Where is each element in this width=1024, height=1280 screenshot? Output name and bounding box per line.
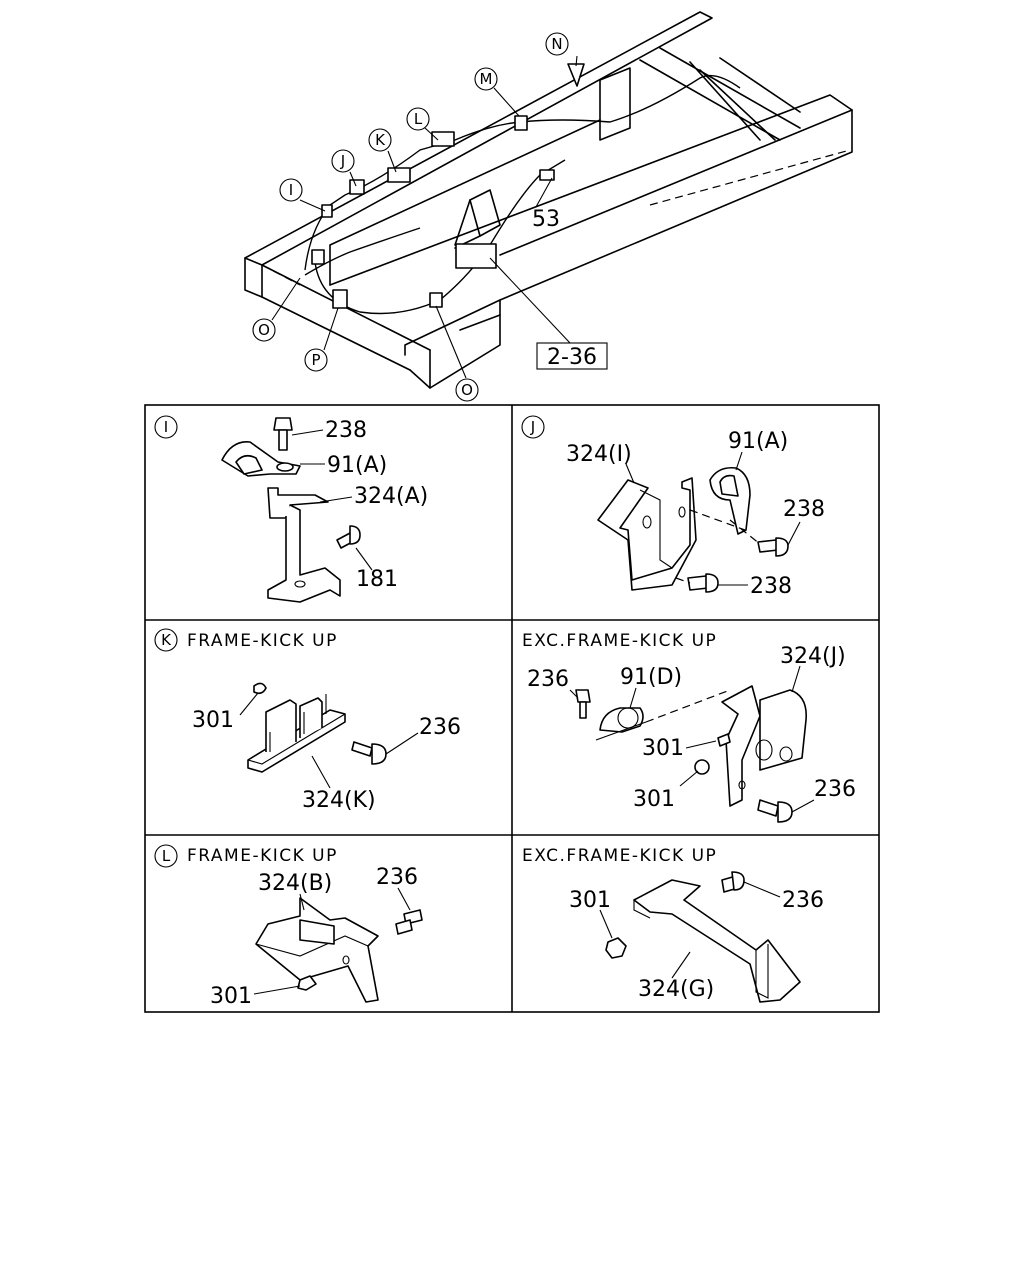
panel-k-exc-label-236-left: 236: [527, 667, 569, 692]
callout-i: I: [289, 181, 293, 199]
panel-k-callout: K: [161, 631, 172, 649]
panel-k-exc-title: EXC.FRAME-KICK UP: [522, 631, 717, 651]
panel-l-callout: L: [162, 847, 171, 865]
callout-l: L: [414, 110, 423, 128]
callout-o-right: O: [461, 381, 473, 399]
panel-i-label-324a: 324(A): [354, 484, 428, 509]
panel-l-exc-title: EXC.FRAME-KICK UP: [522, 846, 717, 866]
panel-k-exc-label-301-small: 301: [642, 736, 684, 761]
callout-k: K: [375, 131, 386, 149]
panel-j-label-238-lower: 238: [750, 574, 792, 599]
callout-o-left: O: [258, 321, 270, 339]
panel-i-label-181: 181: [356, 567, 398, 592]
panel-k-label-301: 301: [192, 708, 234, 733]
panel-l-label-236: 236: [376, 865, 418, 890]
panel-l-exc-label-301: 301: [569, 888, 611, 913]
panel-j-label-238-upper: 238: [783, 497, 825, 522]
callout-n: N: [551, 35, 562, 53]
callout-j: J: [340, 152, 345, 170]
panel-l-label-301: 301: [210, 984, 252, 1009]
panel-j-label-91a: 91(A): [728, 429, 788, 454]
chassis-overview: N M L K J I O P O 53 2-36: [244, 11, 853, 402]
panel-k-exc-label-91d: 91(D): [620, 665, 682, 690]
panel-i-label-238: 238: [325, 418, 367, 443]
panel-l-exc-label-236: 236: [782, 888, 824, 913]
panel-k: K FRAME-KICK UP 301 236 324(K): [154, 628, 461, 813]
panel-i-callout: I: [164, 418, 168, 436]
panel-k-exc-label-324j: 324(J): [780, 644, 846, 669]
panel-k-label-324k: 324(K): [302, 788, 376, 813]
detail-grid: [144, 404, 880, 1013]
ref-box-2-36: 2-36: [547, 345, 597, 370]
panel-l: L FRAME-KICK UP 324(B) 236 301: [154, 844, 423, 1009]
panel-j: J 324(I) 91(A) 238 238: [521, 415, 825, 599]
callout-m: M: [480, 70, 493, 88]
panel-i-label-91a: 91(A): [327, 453, 387, 478]
panel-k-exc: EXC.FRAME-KICK UP 236 91(D) 324(J) 301 3: [522, 631, 856, 823]
panel-l-exc-label-324g: 324(G): [638, 977, 714, 1002]
panel-k-title: FRAME-KICK UP: [187, 631, 338, 651]
panel-l-exc: EXC.FRAME-KICK UP 301 236 324(G): [522, 846, 824, 1003]
panel-i: I 238 91(A) 324(A) 181: [154, 415, 428, 603]
part-53-label: 53: [532, 207, 560, 232]
panel-j-callout: J: [530, 418, 535, 436]
panel-k-label-236: 236: [419, 715, 461, 740]
panel-j-label-324i: 324(I): [566, 442, 632, 467]
panel-l-label-324b: 324(B): [258, 871, 332, 896]
panel-l-title: FRAME-KICK UP: [187, 846, 338, 866]
panel-k-exc-label-301: 301: [633, 787, 675, 812]
callout-p: P: [311, 351, 320, 369]
panel-k-exc-label-236-right: 236: [814, 777, 856, 802]
